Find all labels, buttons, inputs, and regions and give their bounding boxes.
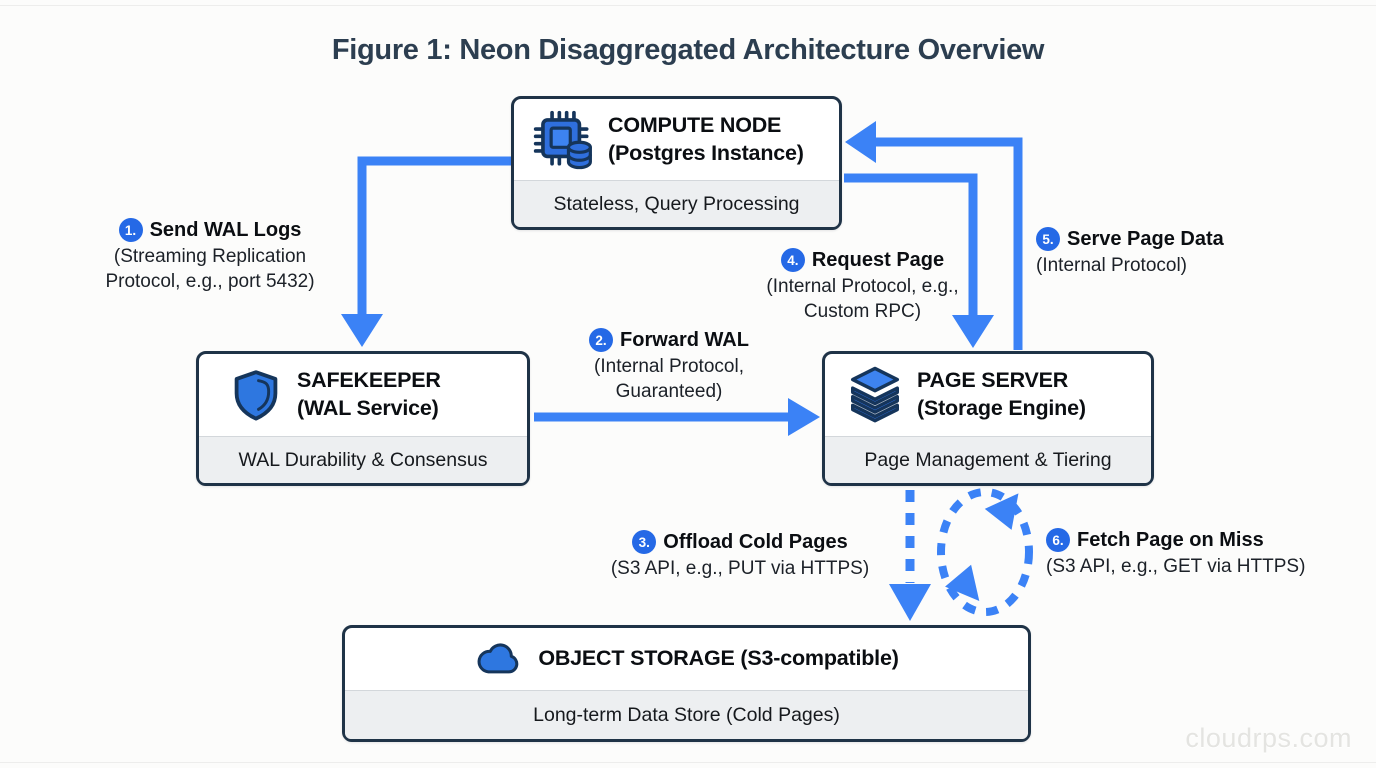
flow-label-forward-wal: 2. Forward WAL (Internal Protocol, Guara…	[551, 328, 787, 404]
flow-title-6: Fetch Page on Miss	[1077, 528, 1264, 551]
flow-detail-1: (Streaming Replication Protocol, e.g., p…	[105, 246, 315, 293]
compute-node-footer: Stateless, Query Processing	[514, 180, 839, 227]
compute-node-subtitle: (Postgres Instance)	[608, 140, 804, 165]
flow-label-send-wal: 1. Send WAL Logs (Streaming Replication …	[80, 218, 340, 294]
object-storage-header: OBJECT STORAGE (S3-compatible)	[345, 628, 1028, 690]
figure-title: Figure 1: Neon Disaggregated Architectur…	[331, 34, 1045, 66]
page-server-box: PAGE SERVER (Storage Engine) Page Manage…	[822, 351, 1154, 486]
flow-label-offload-cold-pages: 3. Offload Cold Pages (S3 API, e.g., PUT…	[580, 530, 900, 581]
flow-detail-4: (Internal Protocol, e.g., Custom RPC)	[766, 276, 959, 323]
flow-detail-6: (S3 API, e.g., GET via HTTPS)	[1046, 556, 1306, 577]
flow-title-4: Request Page	[811, 248, 945, 271]
flow-badge-4: 4.	[780, 248, 805, 272]
flow-title-2: Forward WAL	[620, 328, 749, 351]
cpu-database-icon	[532, 109, 594, 171]
flow-badge-5: 5.	[1036, 227, 1060, 251]
safekeeper-header: SAFEKEEPER (WAL Service)	[199, 354, 527, 436]
compute-node-header: COMPUTE NODE (Postgres Instance)	[514, 99, 839, 180]
flow-badge-2: 2.	[589, 328, 614, 352]
object-storage-title: OBJECT STORAGE (S3-compatible)	[538, 646, 899, 671]
flow-detail-5: (Internal Protocol)	[1036, 255, 1188, 276]
safekeeper-box: SAFEKEEPER (WAL Service) WAL Durability …	[196, 351, 530, 486]
flow-badge-1: 1.	[118, 218, 143, 242]
safekeeper-title: SAFEKEEPER	[297, 368, 441, 393]
flow-detail-3: (S3 API, e.g., PUT via HTTPS)	[610, 558, 870, 579]
arrow-forward-wal	[534, 398, 820, 436]
page-server-title: PAGE SERVER	[917, 368, 1069, 393]
watermark: cloudrps.com	[1185, 723, 1352, 753]
flow-label-serve-page-data: 5. Serve Page Data (Internal Protocol)	[1036, 227, 1286, 278]
cloud-icon	[474, 641, 524, 677]
top-border-line	[0, 5, 1376, 6]
arrow-offload-cold-pages	[889, 490, 931, 621]
shield-icon	[229, 366, 283, 424]
safekeeper-footer: WAL Durability & Consensus	[199, 436, 527, 483]
flow-title-1: Send WAL Logs	[149, 218, 302, 241]
arrow-fetch-page-on-miss	[937, 488, 1033, 616]
flow-label-fetch-page-on-miss: 6. Fetch Page on Miss (S3 API, e.g., GET…	[1046, 528, 1356, 579]
arrow-request-page	[844, 173, 994, 348]
flow-detail-2: (Internal Protocol, Guaranteed)	[594, 356, 744, 403]
page-server-header: PAGE SERVER (Storage Engine)	[825, 354, 1151, 436]
object-storage-footer: Long-term Data Store (Cold Pages)	[345, 690, 1028, 739]
flow-badge-3: 3.	[632, 530, 657, 554]
object-storage-box: OBJECT STORAGE (S3-compatible) Long-term…	[342, 625, 1031, 742]
flow-badge-6: 6.	[1046, 528, 1070, 552]
page-server-subtitle: (Storage Engine)	[917, 396, 1086, 420]
flow-label-request-page: 4. Request Page (Internal Protocol, e.g.…	[755, 248, 970, 324]
bottom-border-line	[0, 762, 1376, 763]
compute-node-box: COMPUTE NODE (Postgres Instance) Statele…	[511, 96, 842, 230]
compute-node-title: COMPUTE NODE	[608, 112, 782, 137]
arrow-serve-page-data	[845, 121, 1023, 350]
flow-title-5: Serve Page Data	[1067, 227, 1224, 250]
layers-icon	[847, 365, 903, 425]
page-server-footer: Page Management & Tiering	[825, 436, 1151, 483]
safekeeper-subtitle: (WAL Service)	[297, 396, 439, 420]
arrow-send-wal	[341, 156, 511, 347]
flow-title-3: Offload Cold Pages	[663, 530, 848, 553]
